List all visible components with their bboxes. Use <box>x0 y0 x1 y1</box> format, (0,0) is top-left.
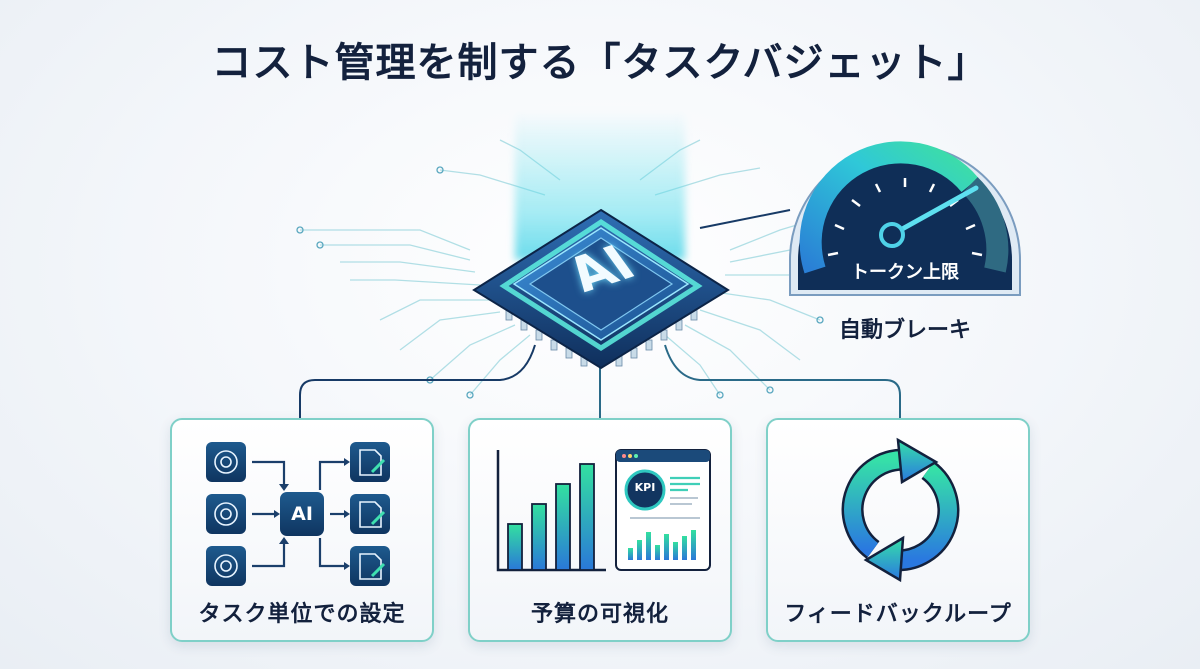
ai-chip: AI <box>466 190 736 380</box>
panel-feedback-loop: フィードバックループ <box>766 418 1030 642</box>
document-edit-icon <box>359 449 386 580</box>
ai-chip-icon <box>472 208 730 370</box>
openai-logo-icon <box>214 450 238 578</box>
panel-task-settings: AI タスク単位での設定 <box>170 418 434 642</box>
panel-label: 予算の可視化 <box>530 602 669 627</box>
ai-box-label: AI <box>291 503 313 525</box>
panel-label: タスク単位での設定 <box>198 602 406 627</box>
panel-budget-visualization: KPI 予算の可視化 <box>468 418 732 642</box>
kpi-label: KPI <box>634 481 656 494</box>
gauge-label: トークン上限 <box>851 262 959 283</box>
bar-chart-icon <box>496 449 711 572</box>
token-limit-gauge: トークン上限 <box>780 130 1030 305</box>
refresh-cycle-icon <box>841 437 960 583</box>
kpi-dashboard-icon <box>615 449 711 571</box>
gauge-caption: 自動ブレーキ <box>838 318 971 343</box>
panel-label: フィードバックループ <box>784 602 1012 627</box>
task-flow-icon <box>206 442 390 586</box>
speedometer-icon <box>789 141 1021 296</box>
page-title: コスト管理を制する「タスクバジェット」 <box>211 40 989 86</box>
